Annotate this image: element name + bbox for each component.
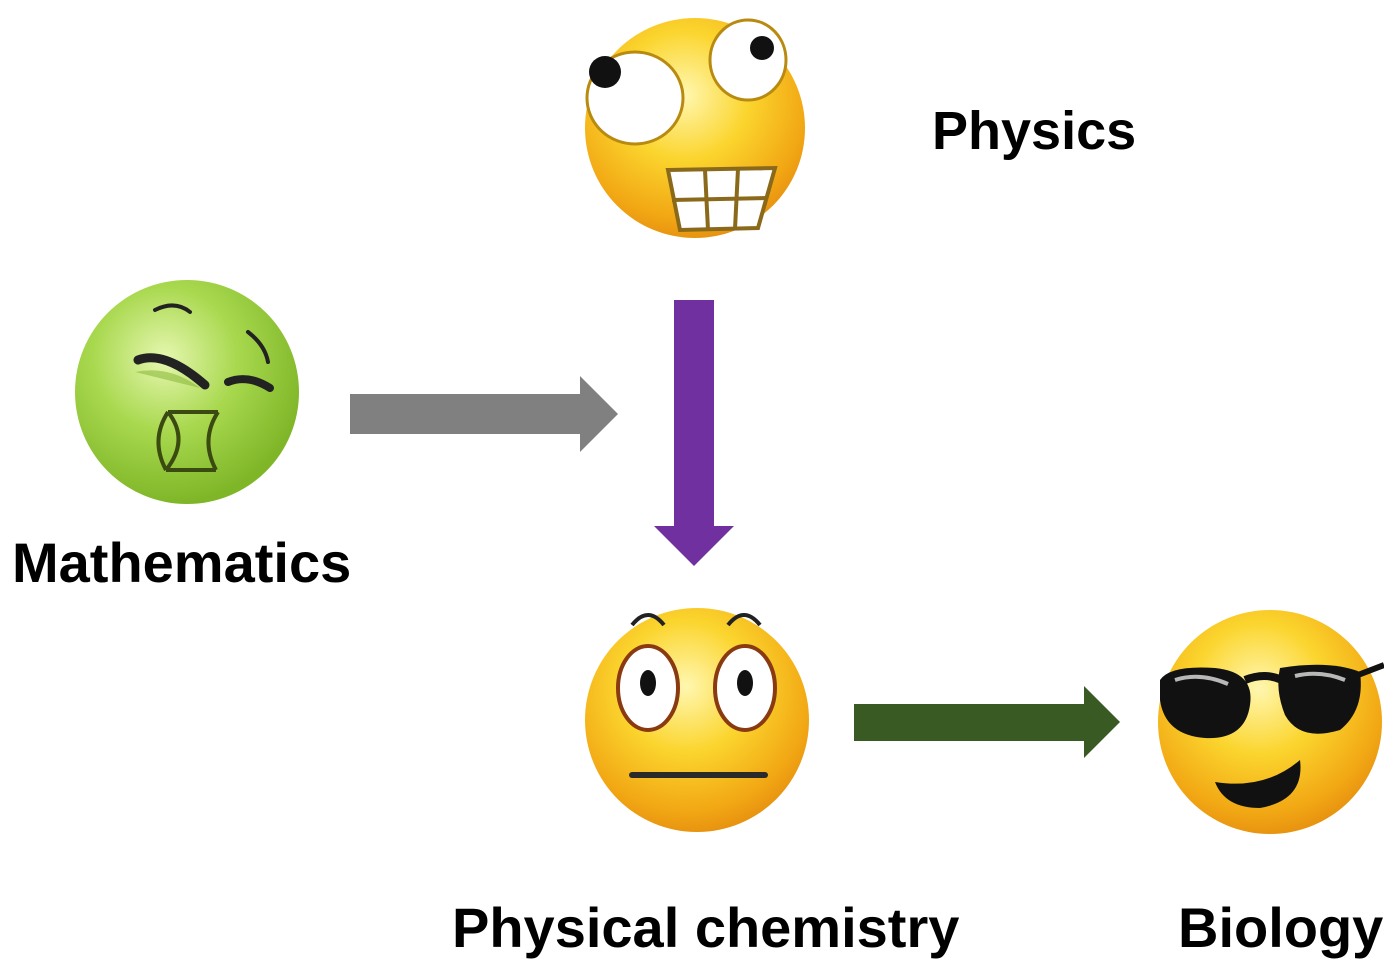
sunglasses-face-icon bbox=[1158, 610, 1384, 834]
physics-label: Physics bbox=[932, 101, 1137, 161]
arrow-physical-chemistry-to-biology bbox=[854, 686, 1120, 758]
flushed-face-icon bbox=[585, 608, 809, 832]
arrow-mathematics-to-physical-chemistry bbox=[350, 376, 618, 452]
nauseated-face-icon bbox=[75, 280, 299, 504]
arrow-physics-to-physical-chemistry bbox=[654, 300, 734, 566]
grimacing-face-icon bbox=[585, 18, 805, 238]
mathematics-label: Mathematics bbox=[12, 531, 352, 594]
physical-chemistry-label: Physical chemistry bbox=[452, 896, 960, 959]
biology-label: Biology bbox=[1178, 896, 1384, 959]
